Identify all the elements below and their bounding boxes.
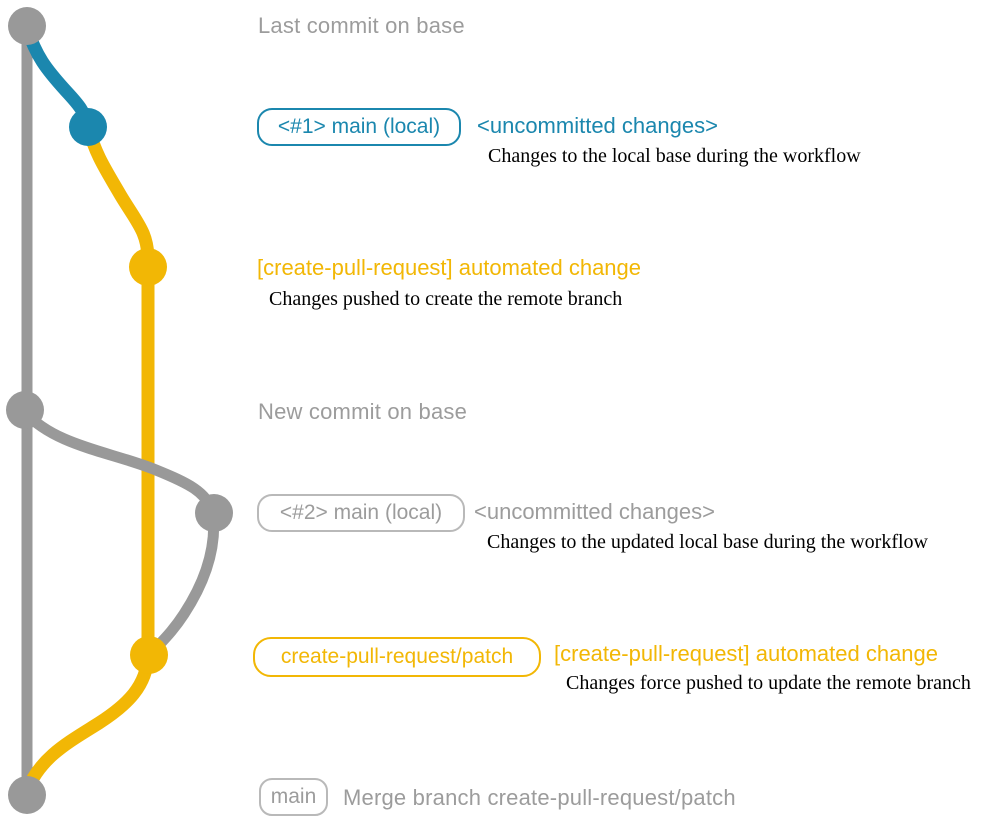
branch-badge-patch: create-pull-request/patch bbox=[253, 637, 541, 677]
branch-badge-main-local-2: <#2> main (local) bbox=[257, 494, 465, 532]
commit-node-last-base bbox=[8, 7, 46, 45]
uncommitted-changes-desc-2: Changes to the updated local base during… bbox=[487, 531, 928, 553]
uncommitted-changes-tag-1: <uncommitted changes> bbox=[477, 113, 718, 138]
branch-badge-main: main bbox=[259, 778, 328, 816]
uncommitted-changes-tag-2: <uncommitted changes> bbox=[474, 499, 715, 524]
branch-badge-main-label: main bbox=[270, 785, 317, 808]
branch-badge-main-local-1-label: <#1> main (local) bbox=[277, 115, 441, 138]
commit-node-automated-change-1 bbox=[129, 248, 167, 286]
merge-commit-label: Merge branch create-pull-request/patch bbox=[343, 785, 736, 810]
new-commit-label: New commit on base bbox=[258, 399, 468, 424]
commit-node-automated-change-2 bbox=[130, 636, 168, 674]
automated-change-title-1: [create-pull-request] automated change bbox=[257, 255, 642, 280]
base-update-branch-curve bbox=[19, 406, 220, 661]
branch-badge-patch-label: create-pull-request/patch bbox=[280, 645, 514, 668]
commit-node-local-main-1 bbox=[69, 108, 107, 146]
automated-change-desc-2: Changes force pushed to update the remot… bbox=[566, 672, 971, 694]
commit-node-merge bbox=[8, 776, 46, 814]
commit-node-local-main-2 bbox=[195, 494, 233, 532]
last-commit-label: Last commit on base bbox=[258, 13, 465, 38]
automated-change-title-2: [create-pull-request] automated change bbox=[554, 641, 939, 666]
branch-badge-main-local-1: <#1> main (local) bbox=[257, 108, 461, 146]
branch-badge-main-local-2-label: <#2> main (local) bbox=[279, 501, 443, 524]
commit-node-new-base bbox=[6, 391, 44, 429]
uncommitted-changes-desc-1: Changes to the local base during the wor… bbox=[488, 145, 861, 167]
automated-change-desc-1: Changes pushed to create the remote bran… bbox=[269, 288, 623, 310]
